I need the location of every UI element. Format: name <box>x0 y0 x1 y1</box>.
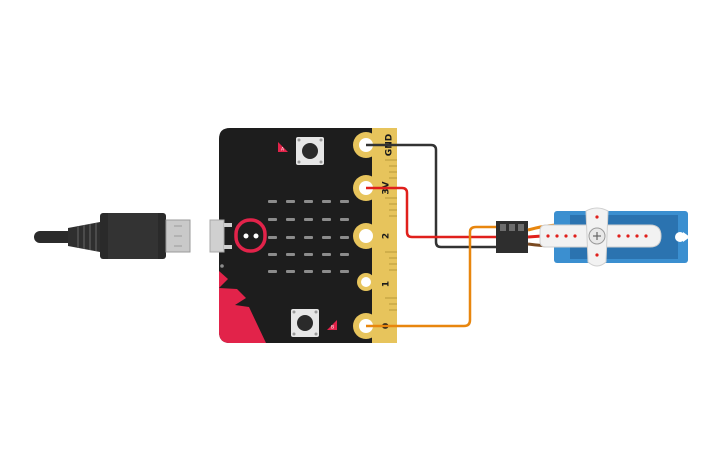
button-b[interactable] <box>291 309 319 337</box>
button-a-triangle-icon <box>278 142 288 152</box>
servo-horn-holes <box>546 215 648 257</box>
wire-3v[interactable] <box>366 186 504 239</box>
pin-2-label: 2 <box>382 233 392 239</box>
button-a-cap <box>302 143 318 159</box>
pin-2[interactable]: 2 <box>353 223 392 249</box>
microbit-logo-icon <box>234 218 267 253</box>
button-b-label: B <box>331 325 334 331</box>
board-usb-port <box>209 219 232 268</box>
pin-2-hole <box>359 229 373 243</box>
edge-connector-ticks <box>385 159 397 311</box>
servo-connector[interactable] <box>496 221 528 253</box>
pin-1[interactable]: 1 <box>357 273 392 291</box>
button-b-triangle-icon <box>327 320 337 330</box>
pin-1-hole <box>361 277 371 287</box>
wire-gnd[interactable] <box>366 143 504 249</box>
button-a-marker: A <box>278 142 288 153</box>
board-body <box>219 128 392 343</box>
button-b-marker: B <box>327 320 337 331</box>
microbit-board[interactable]: GND 3V 2 1 0 <box>209 128 397 343</box>
servo-mount-hole <box>675 232 685 242</box>
pin-1-label: 1 <box>382 281 392 287</box>
wire-signal[interactable] <box>366 225 504 328</box>
button-a-label: A <box>281 147 285 153</box>
led-matrix <box>268 200 349 273</box>
usb-plug-face <box>108 213 158 259</box>
button-a[interactable] <box>296 137 324 165</box>
servo-motor[interactable] <box>539 207 690 267</box>
usb-grip-lines <box>77 223 97 251</box>
wires <box>366 143 504 328</box>
usb-cable[interactable] <box>34 213 191 259</box>
board-corner-graphic <box>219 271 266 343</box>
button-b-cap <box>297 315 313 331</box>
